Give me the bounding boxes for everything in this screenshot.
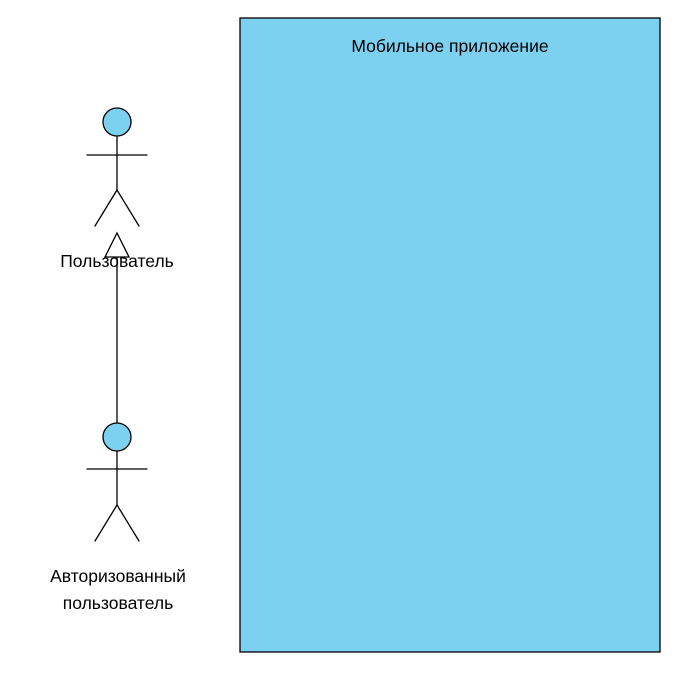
actor-authorized-user-left-leg — [94, 504, 118, 542]
actor-authorized-user-label-line1: Авторизованный — [50, 566, 186, 586]
actor-authorized-user-head — [102, 422, 132, 452]
system-boundary-title: Мобильное приложение — [351, 36, 548, 56]
actor-authorized-user-label-line2: пользователь — [63, 593, 173, 613]
actor-user-right-leg — [116, 189, 140, 227]
system-boundary[interactable] — [239, 17, 661, 653]
actor-user-head — [102, 107, 132, 137]
generalization-arrowhead — [103, 231, 131, 258]
actor-user-left-leg — [94, 189, 118, 227]
actor-authorized-user[interactable] — [86, 422, 148, 542]
actor-user-label: Пользователь — [60, 251, 174, 271]
actor-authorized-user-right-leg — [116, 504, 140, 542]
actor-user[interactable] — [86, 107, 148, 227]
generalization-edge[interactable] — [103, 231, 131, 423]
